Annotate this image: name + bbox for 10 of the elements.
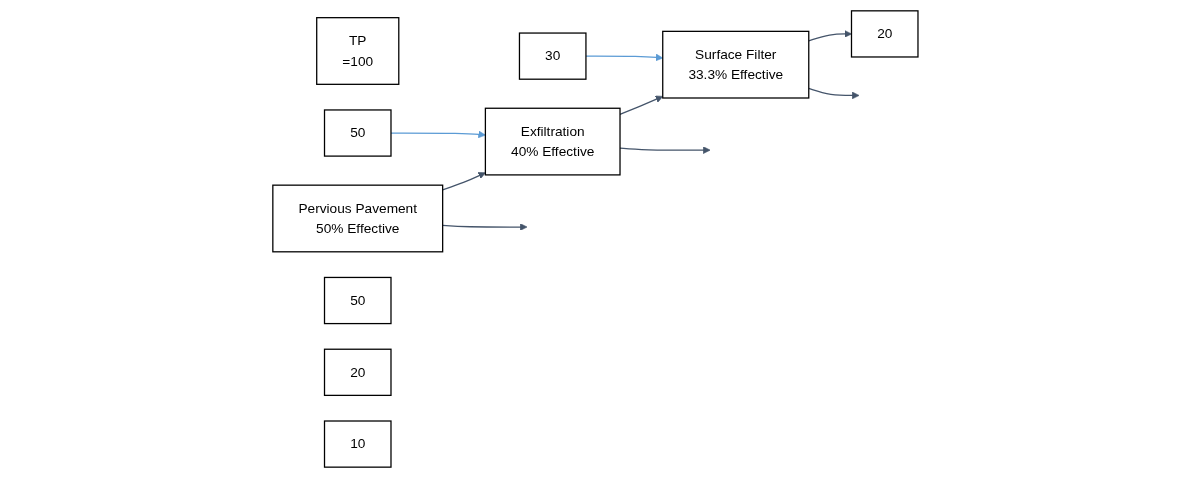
node-box: 30 [518, 31, 587, 80]
node-box: Surface Filter 33.3% Effective [661, 30, 809, 99]
node-box: 10 [323, 419, 392, 468]
node-box: Pervious Pavement 50% Effective [271, 184, 443, 252]
node-box: Exfiltration 40% Effective [484, 107, 621, 176]
node-box: 50 [323, 276, 392, 324]
node-box: 50 [323, 108, 392, 157]
node-box: 20 [850, 9, 919, 58]
node-box: 20 [323, 348, 392, 396]
node-box: TP =100 [315, 16, 399, 85]
